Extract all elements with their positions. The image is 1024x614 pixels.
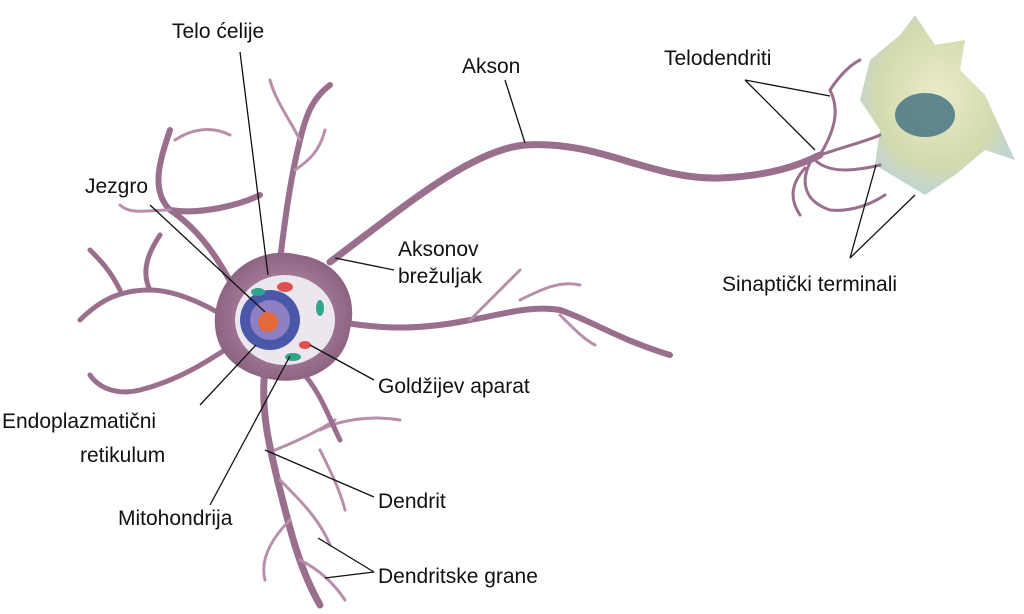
mitochondrion-shape: [251, 288, 265, 296]
label-synaptic-terminals: Sinaptički terminali: [722, 273, 897, 296]
label-telodendria: Telodendriti: [664, 47, 771, 70]
label-cell-body: Telo ćelije: [172, 20, 264, 43]
cell-body: [214, 252, 353, 381]
target-nucleus: [895, 93, 955, 137]
label-golgi: Goldžijev aparat: [378, 375, 530, 398]
target-cell: [860, 15, 1015, 195]
label-nucleus: Jezgro: [85, 175, 148, 198]
label-mitochondrion: Mitohondrija: [118, 507, 233, 530]
label-axon: Akson: [462, 55, 520, 78]
label-dendritic-branches: Dendritske grane: [378, 565, 538, 588]
pointer-lines: [149, 51, 916, 579]
golgi-shape: [277, 282, 293, 292]
label-er-line1: Endoplazmatični: [2, 410, 156, 433]
label-dendrite: Dendrit: [378, 490, 446, 513]
label-axon-hillock-line1: Aksonov: [398, 238, 479, 261]
nucleolus: [258, 312, 278, 332]
label-er-line2: retikulum: [80, 444, 165, 467]
label-axon-hillock-line2: brežuljak: [398, 265, 483, 288]
dendrites: [77, 78, 673, 609]
axon: [326, 58, 887, 266]
